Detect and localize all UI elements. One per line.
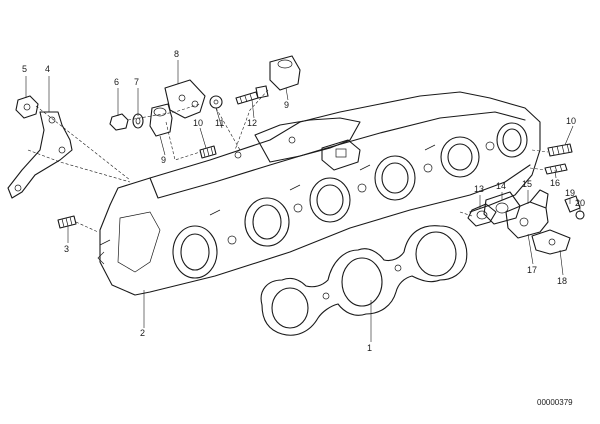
callout-4: 4 xyxy=(45,64,50,74)
callout-18: 18 xyxy=(557,276,567,286)
callout-20: 20 xyxy=(575,198,585,208)
bolt-12 xyxy=(235,85,269,105)
washer-7 xyxy=(132,113,144,129)
intake-manifold xyxy=(97,91,541,296)
nut-20 xyxy=(575,210,585,220)
callout-5: 5 xyxy=(22,64,27,74)
callout-15: 15 xyxy=(522,179,532,189)
alignment-lines xyxy=(27,89,549,233)
callout-19: 19 xyxy=(565,188,575,198)
callout-14: 14 xyxy=(496,181,506,191)
nut-6 xyxy=(109,113,129,131)
washer-11 xyxy=(209,95,223,109)
gasket-13 xyxy=(467,203,497,227)
throttle-switch-15 xyxy=(505,189,549,239)
callout-6: 6 xyxy=(114,77,119,87)
callout-leaders xyxy=(25,60,581,342)
bracket-plate-8 xyxy=(164,79,206,119)
callout-9a: 9 xyxy=(161,155,166,165)
callout-17: 17 xyxy=(527,265,537,275)
bracket-17 xyxy=(531,229,571,255)
support-bracket xyxy=(7,111,73,199)
callout-2: 2 xyxy=(140,328,145,338)
callout-7: 7 xyxy=(134,77,139,87)
manifold-gasket xyxy=(260,225,468,336)
callout-10b: 10 xyxy=(566,116,576,126)
rubber-mount-9a xyxy=(149,103,173,137)
stud-10b xyxy=(547,143,573,157)
callout-12: 12 xyxy=(247,118,257,128)
document-number: 00000379 xyxy=(537,398,573,407)
callout-13: 13 xyxy=(474,184,484,194)
hex-nut-5 xyxy=(15,95,39,119)
callout-3: 3 xyxy=(64,244,69,254)
stud-10a xyxy=(199,145,217,159)
stud-16 xyxy=(544,163,568,175)
callout-1: 1 xyxy=(367,343,372,353)
callout-8: 8 xyxy=(174,49,179,59)
rubber-mount-9b xyxy=(269,55,301,91)
callout-9b: 9 xyxy=(284,100,289,110)
callout-16: 16 xyxy=(550,178,560,188)
stud-3 xyxy=(57,215,77,229)
gasket-14 xyxy=(483,191,521,225)
callout-10a: 10 xyxy=(193,118,203,128)
callout-labels: 1 2 3 4 5 6 7 8 9 9 10 10 11 12 13 14 15… xyxy=(22,49,585,353)
callout-11: 11 xyxy=(215,118,224,128)
